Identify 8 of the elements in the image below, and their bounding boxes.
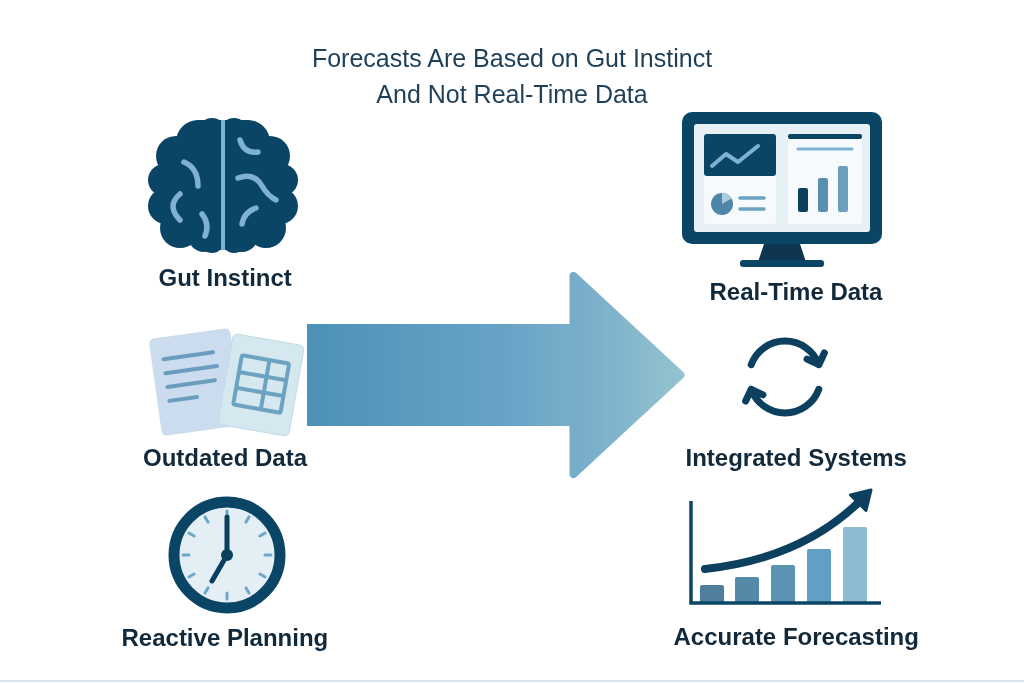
- item-label: Outdated Data: [143, 443, 307, 473]
- item-label: Gut Instinct: [158, 263, 292, 293]
- title: Forecasts Are Based on Gut Instinct And Not Real-Time Data: [310, 43, 714, 110]
- item-label: Real-Time Data: [709, 277, 883, 307]
- item-label: Integrated Systems: [685, 443, 907, 473]
- item-label: Accurate Forecasting: [673, 622, 919, 652]
- block-arrow: [307, 272, 686, 478]
- item-label: Reactive Planning: [121, 623, 329, 653]
